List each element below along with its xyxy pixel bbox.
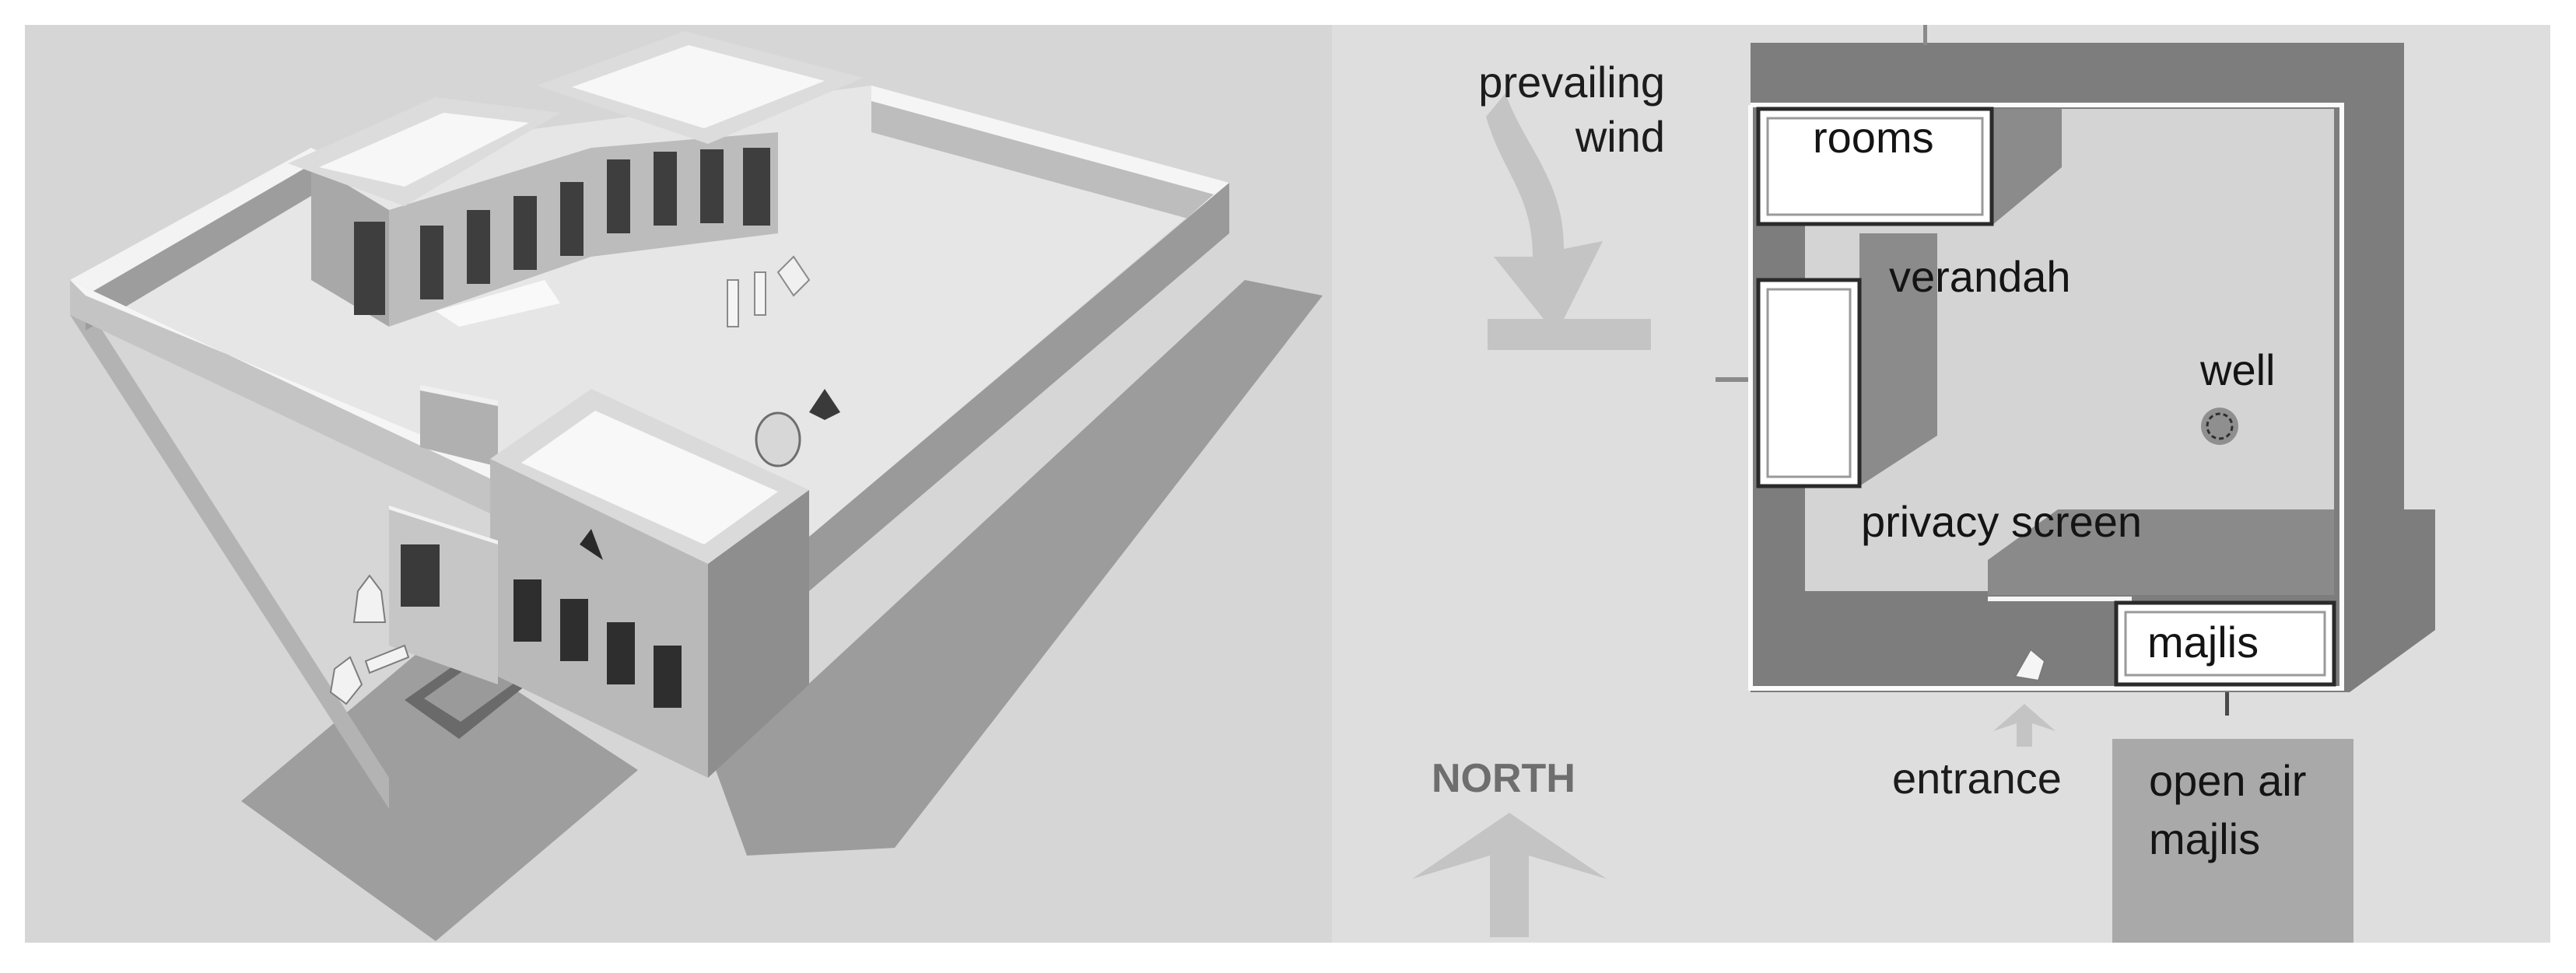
west-wall-mark: [1716, 377, 1748, 382]
courtyard-space: [1805, 109, 2334, 591]
east-wall-top: [871, 86, 1229, 194]
majlis-label: majlis: [2147, 618, 2259, 667]
open-air-majlis-label-line1: open air: [2149, 756, 2306, 805]
entrance-forecourt-shadow: [241, 638, 638, 941]
prevailing-wind-label-line2: wind: [1575, 112, 1665, 161]
verandah-room-inner: [1766, 288, 1852, 478]
rooms-label: rooms: [1813, 113, 1934, 162]
house-shadow: [716, 280, 1323, 856]
outer-wall-outline: [1748, 103, 2344, 691]
west-wall-inner-face: [86, 156, 327, 331]
south-wall-mark: [2225, 692, 2229, 716]
entrance-figure: [2013, 648, 2046, 682]
verandah-shadow: [1859, 233, 1937, 486]
courtyard-figures: [727, 255, 811, 327]
people-figures: [329, 574, 410, 705]
east-wall-inner-face: [871, 101, 1214, 226]
privacy-screen-wall: [420, 389, 498, 467]
wind-arrow-base: [1488, 319, 1651, 350]
floor-plan: [1716, 25, 2435, 716]
majlis-roof-inner: [521, 411, 778, 544]
majlis-front-right-face: [708, 490, 809, 778]
entrance-door: [401, 544, 440, 607]
north-arrow-icon: [1412, 813, 1607, 937]
entrance-arrow-icon: [1993, 704, 2056, 747]
prevailing-wind-arrow: [1486, 93, 1603, 334]
majlis-windows: [513, 579, 682, 708]
verandah-openings: [354, 148, 770, 315]
southwest-wall-top: [70, 280, 498, 482]
north-label: NORTH: [1432, 756, 1575, 801]
privacy-screen-slab: [1988, 509, 2334, 595]
entrance-label: entrance: [1892, 754, 2062, 803]
southwest-wall-face: [70, 280, 498, 517]
roof-vent: [580, 529, 603, 560]
north-wall-mark: [1923, 25, 1927, 45]
rooms-roof-left-inner: [319, 113, 529, 187]
well-icon: [2201, 408, 2238, 445]
prevailing-wind-label-line1: prevailing: [1478, 58, 1665, 107]
rooms-block-inner: [1766, 117, 1984, 216]
west-wall-outer-face: [70, 280, 389, 809]
south-east-wall-face: [809, 183, 1229, 591]
rooms-roof-right-inner: [572, 45, 825, 128]
privacy-screen-label: privacy screen: [1861, 497, 2142, 546]
majlis-block-inner: [2124, 611, 2326, 677]
open-air-majlis-area: [2112, 739, 2353, 943]
well-label: well: [2199, 345, 2275, 394]
verandah-shadow-top: [1992, 109, 2062, 226]
verandah-label: verandah: [1889, 252, 2071, 301]
west-wall-top: [70, 148, 327, 296]
isometric-house-model: [70, 31, 1323, 941]
entrance-wing-top: [389, 506, 498, 544]
verandah-floor-light: [436, 280, 560, 327]
open-air-majlis-label-line2: majlis: [2149, 814, 2260, 863]
well-basket: [755, 389, 840, 467]
privacy-screen-top: [420, 385, 498, 406]
